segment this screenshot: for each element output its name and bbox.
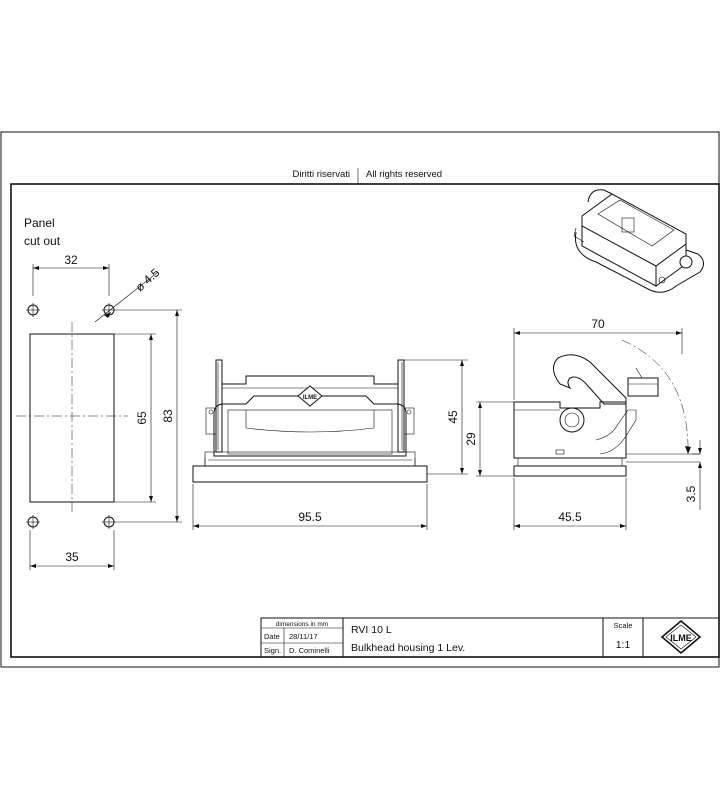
part-description: Bulkhead housing 1 Lev. bbox=[351, 642, 465, 654]
sign-value: D. Cominelli bbox=[289, 646, 330, 655]
sheet-outer-border bbox=[0, 131, 720, 668]
date-value: 28/11/17 bbox=[289, 632, 318, 641]
side-housing-body bbox=[513, 401, 627, 459]
sign-label: Sign. bbox=[264, 646, 281, 655]
dim-hole-diameter: ø 4.5 bbox=[133, 265, 163, 294]
part-number: RVI 10 L bbox=[351, 624, 392, 636]
scale-value: 1:1 bbox=[616, 639, 631, 651]
dim-hole-spacing-vertical: 83 bbox=[161, 409, 175, 423]
dim-side-height: 29 bbox=[464, 432, 478, 446]
dim-front-height: 45 bbox=[446, 410, 460, 424]
scale-label: Scale bbox=[614, 621, 633, 630]
front-view: ILME 45 95.5 bbox=[192, 359, 468, 530]
front-lever-right bbox=[397, 359, 405, 453]
rights-reserved-english: All rights reserved bbox=[366, 169, 442, 180]
panel-cutout-title-line1: Panel bbox=[24, 216, 55, 230]
isometric-preview bbox=[573, 189, 704, 293]
svg-text:ILME: ILME bbox=[303, 395, 317, 401]
drawing-frame bbox=[10, 183, 720, 658]
rights-reserved-italian: Diritti riservati bbox=[292, 169, 350, 180]
dim-front-width: 95.5 bbox=[298, 510, 322, 524]
side-lever-hook bbox=[553, 354, 627, 405]
dim-hole-spacing-top: 32 bbox=[64, 253, 78, 267]
date-label: Date bbox=[264, 632, 280, 641]
dim-side-base-length: 45.5 bbox=[558, 510, 582, 524]
front-housing-body bbox=[213, 395, 407, 457]
dimensions-note: dimensions in mm bbox=[276, 621, 328, 628]
dim-cutout-width: 35 bbox=[65, 550, 79, 564]
front-base-plate bbox=[192, 465, 428, 483]
company-logo: ILME bbox=[660, 619, 702, 655]
title-block: dimensions in mm Date 28/11/17 Sign. D. … bbox=[260, 617, 720, 658]
dim-side-overall-length: 70 bbox=[591, 317, 605, 331]
dim-cutout-height: 65 bbox=[135, 411, 149, 425]
side-lever-swing-arc bbox=[621, 339, 689, 455]
front-logo-diamond: ILME bbox=[297, 385, 323, 407]
side-hinge-outer bbox=[559, 407, 585, 433]
panel-cutout-view: Panel cut out 32 ø 4.5 bbox=[16, 216, 182, 570]
svg-text:ILME: ILME bbox=[670, 633, 692, 643]
panel-cutout-title-line2: cut out bbox=[24, 234, 61, 248]
side-base-plate bbox=[513, 465, 627, 477]
side-view: 70 29 45.5 3.5 bbox=[464, 317, 702, 530]
dim-side-flange: 3.5 bbox=[684, 485, 698, 502]
